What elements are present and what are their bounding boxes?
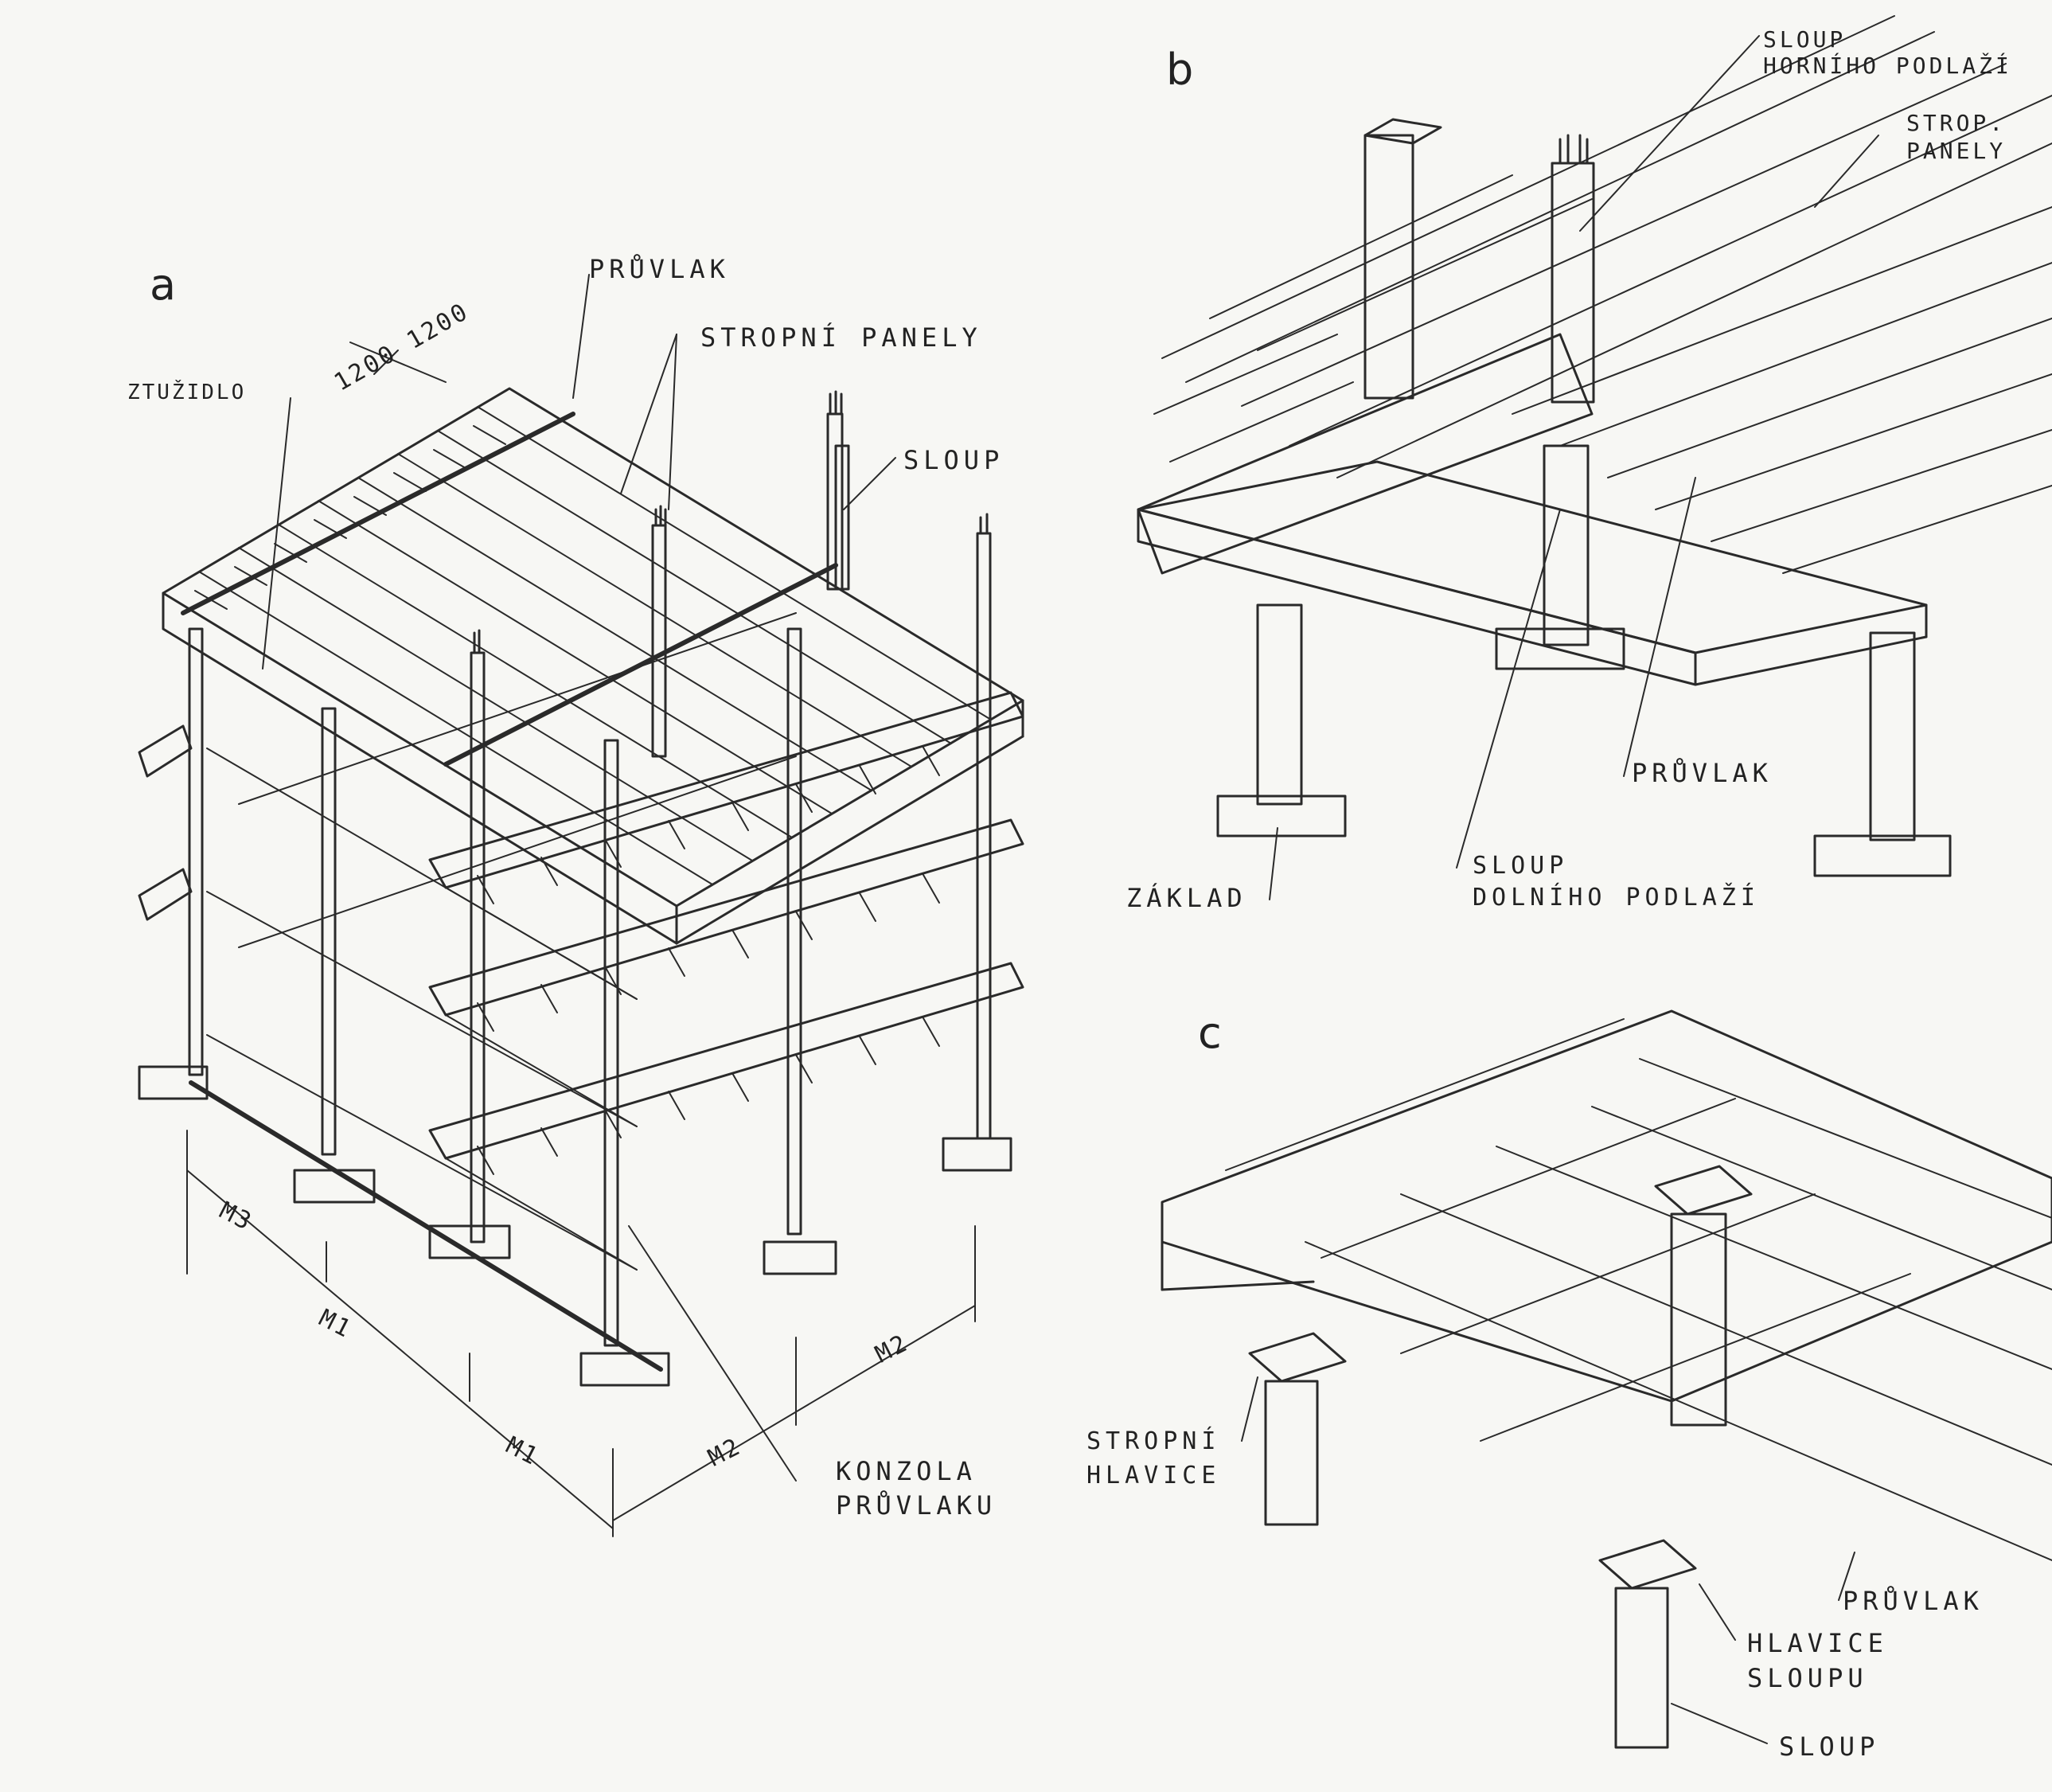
label-stropni-panely: STROPNÍ PANELY [700,322,982,353]
label-stropni-hlavice-line1: STROPNÍ [1086,1427,1221,1455]
panel-a-top-slab [162,387,1024,945]
label-stropni-hlavice-line2: HLAVICE [1086,1462,1221,1489]
panel-a-skeleton [138,274,1024,1537]
panel-a-lower-floors [138,612,1024,1271]
panel-a-columns [188,390,992,1347]
panel-a-letter: a [150,260,177,310]
label-hlavice-sloupu-line2: SLOUPU [1747,1663,1868,1693]
panel-c-flat-slab [1161,1009,2052,1749]
label-sloup-horni-line1: SLOUP [1763,26,1847,53]
panel-a-leaders [262,274,896,1482]
label-konzola-line2: PRŮVLAKU [836,1490,997,1521]
label-pruvlak-c: PRŮVLAK [1843,1586,1984,1616]
label-pruvlak-b: PRŮVLAK [1632,758,1773,788]
label-konzola-line1: KONZOLA [836,1456,977,1486]
label-ztuzidlo: ZTUŽIDLO [127,381,247,404]
label-hlavice-sloupu-line1: HLAVICE [1747,1628,1888,1658]
panel-c-letter: c [1198,1008,1222,1058]
label-zaklad: ZÁKLAD [1126,883,1247,913]
label-sloup-dolni-line2: DOLNÍHO PODLAŽÍ [1473,884,1760,912]
label-sloup-horni-line2: HORNÍHO PODLAŽÍ [1763,53,2012,79]
label-sloup-c: SLOUP [1779,1731,1880,1762]
panel-b-letter: b [1166,45,1194,95]
label-strop-panely-line2: PANELY [1906,138,2007,164]
panel-a-foundations [138,1065,1012,1387]
panel-a-dimension-lines [186,342,976,1537]
label-strop-panely-line1: STROP. [1906,110,2007,136]
label-pruvlak-a: PRŮVLAK [589,254,730,284]
label-sloup-dolni-line1: SLOUP [1473,852,1569,880]
label-sloup-a: SLOUP [903,445,1005,475]
panel-b-joint [1137,15,2052,900]
